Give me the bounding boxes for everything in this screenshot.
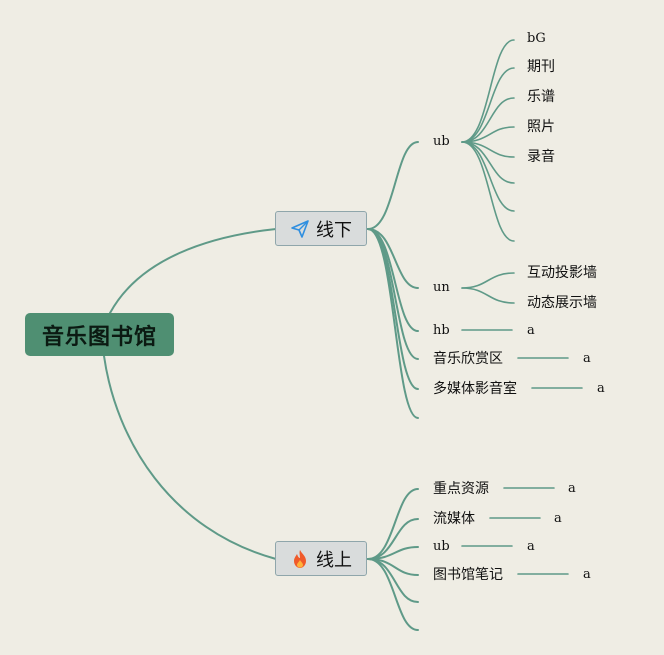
connector-online-empty-2 (367, 558, 419, 631)
connector-ub-journal (461, 67, 515, 143)
ub-child-item[interactable]: 照片 (527, 119, 555, 135)
offline-ub-label[interactable]: ub (433, 134, 450, 149)
connector-ub-empty-3 (461, 141, 515, 242)
fire-icon (290, 549, 310, 569)
root-label: 音乐图书馆 (41, 324, 157, 350)
connector-un-display (461, 287, 515, 304)
connector-offline-empty (367, 228, 419, 419)
streaming-label[interactable]: 流媒体 (433, 511, 475, 527)
music-appreciation-label[interactable]: 音乐欣赏区 (433, 351, 503, 367)
streaming-child-item[interactable]: a (554, 511, 562, 526)
online-ub-child-item[interactable]: a (527, 539, 535, 554)
connector-root-online (103, 355, 277, 560)
online-label: 线上 (316, 549, 352, 571)
multimedia-room-label[interactable]: 多媒体影音室 (433, 381, 517, 397)
offline-un-label[interactable]: un (433, 280, 450, 295)
offline-label: 线下 (316, 219, 352, 241)
online-ub-label[interactable]: ub (433, 539, 450, 554)
connector-root-offline (109, 228, 277, 314)
key-resources-child-item[interactable]: a (568, 481, 576, 496)
connector-ub-empty-2 (461, 141, 515, 212)
hb-child-item[interactable]: a (527, 323, 535, 338)
appreciation-child-item[interactable]: a (583, 351, 591, 366)
multimedia-child-item[interactable]: a (597, 381, 605, 396)
paper-plane-icon (290, 219, 310, 239)
connector-ub-bg (461, 39, 515, 143)
library-notes-label[interactable]: 图书馆笔记 (433, 567, 503, 583)
connector-offline-un (367, 228, 419, 289)
connector-online-resources (367, 488, 419, 560)
library-notes-child-item[interactable]: a (583, 567, 591, 582)
offline-node[interactable]: 线下 (275, 211, 367, 246)
offline-hb-label[interactable]: hb (433, 323, 450, 338)
ub-child-item[interactable]: 录音 (527, 149, 555, 165)
connector-offline-ub (367, 141, 419, 230)
key-resources-label[interactable]: 重点资源 (433, 481, 489, 497)
un-child-item[interactable]: 互动投影墙 (527, 265, 597, 281)
ub-child-item[interactable]: 乐谱 (527, 89, 555, 105)
connector-un-projection (461, 272, 515, 289)
un-child-item[interactable]: 动态展示墙 (527, 295, 597, 311)
online-node[interactable]: 线上 (275, 541, 367, 576)
root-node[interactable]: 音乐图书馆 (25, 313, 174, 356)
ub-child-item[interactable]: bG (527, 31, 546, 46)
ub-child-item[interactable]: 期刊 (527, 59, 555, 75)
